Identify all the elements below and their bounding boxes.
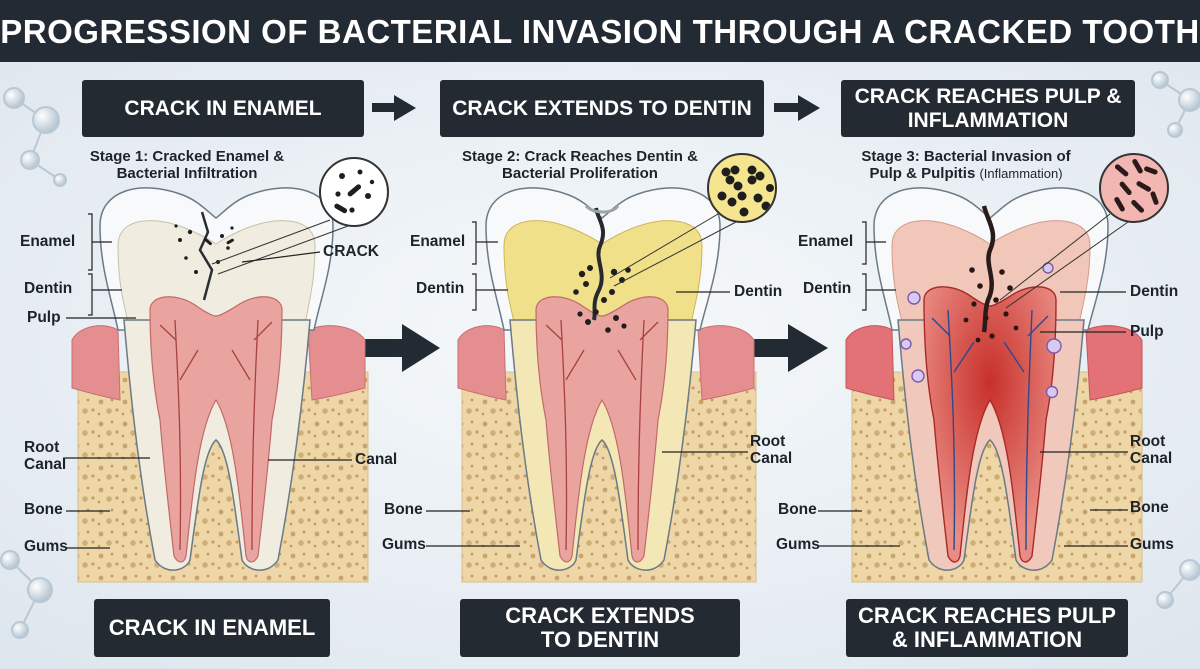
label-pulp-3: Pulp	[1130, 323, 1164, 340]
label-bone-3-left: Bone	[778, 501, 817, 518]
stage-3-caption: Stage 3: Bacterial Invasion of Pulp & Pu…	[846, 148, 1086, 183]
magnifier-stage-2	[609, 153, 777, 287]
stage-1-bottom-banner: CRACK IN ENAMEL	[94, 599, 330, 657]
label-dentin-3-right: Dentin	[1130, 283, 1179, 300]
crack-stage-2	[592, 207, 606, 321]
stage-1-banner: CRACK IN ENAMEL	[82, 80, 364, 137]
label-enamel-3: Enamel	[798, 233, 854, 250]
label-enamel-1: Enamel	[20, 233, 76, 250]
label-dentin-2-right: Dentin	[734, 283, 783, 300]
stage-3-banner: CRACK REACHES PULP & INFLAMMATION	[841, 80, 1135, 137]
gum-right-stage-2	[697, 325, 755, 401]
tooth-stage-2	[426, 153, 777, 583]
pulp-stage-2	[535, 296, 669, 563]
flow-arrow-mid-1	[364, 324, 440, 372]
label-crack-1: CRACK	[323, 243, 379, 260]
flow-arrow-top-2	[774, 95, 820, 121]
stage-2-bottom-banner: CRACK EXTENDS TO DENTIN	[460, 599, 740, 657]
gum-right-stage-1	[307, 325, 366, 401]
magnifier-stage-1	[211, 157, 389, 275]
pulp-stage-1	[149, 296, 283, 563]
molecule-decoration	[0, 71, 1200, 639]
gum-left-stage-1	[71, 325, 121, 401]
label-gums-3-left: Gums	[776, 536, 820, 553]
tooth-stage-3	[818, 153, 1169, 583]
label-dentin-2-left: Dentin	[416, 280, 465, 297]
label-gums-1: Gums	[24, 538, 68, 555]
stage-3-caption-note: (Inflammation)	[979, 165, 1063, 181]
label-dentin-1: Dentin	[24, 280, 73, 297]
pulp-stage-3	[923, 286, 1057, 563]
stage-3-caption-text: Stage 3: Bacterial Invasion of Pulp & Pu…	[861, 148, 1071, 182]
label-root-canal-1: Root Canal	[24, 439, 67, 473]
label-bone-1: Bone	[24, 501, 63, 518]
stage-2-caption: Stage 2: Crack Reaches Dentin & Bacteria…	[462, 148, 698, 182]
label-root-canal-2: Root Canal	[750, 433, 793, 467]
tooth-stage-1	[65, 157, 389, 583]
flow-arrow-mid-2	[750, 324, 828, 372]
magnifier-stage-3	[999, 153, 1169, 309]
gum-right-stage-3	[1085, 325, 1143, 401]
label-bone-3-right: Bone	[1130, 499, 1169, 516]
crack-stage-1	[198, 211, 214, 301]
immune-cells-stage-3	[900, 262, 1062, 399]
label-dentin-3-left: Dentin	[803, 280, 852, 297]
label-gums-3-right: Gums	[1130, 536, 1174, 553]
flow-arrow-top-1	[372, 95, 416, 121]
label-root-canal-3: Root Canal	[1130, 433, 1173, 467]
stage-2-banner: CRACK EXTENDS TO DENTIN	[440, 80, 764, 137]
gum-left-stage-3	[845, 325, 895, 401]
label-bone-2: Bone	[384, 501, 423, 518]
label-canal-1: Canal	[355, 451, 398, 468]
stage-1-caption: Stage 1: Cracked Enamel & Bacterial Infi…	[89, 148, 285, 182]
gum-left-stage-2	[457, 325, 507, 401]
page-title: PROGRESSION OF BACTERIAL INVASION THROUG…	[0, 0, 1200, 62]
stage-3-bottom-banner: CRACK REACHES PULP & INFLAMMATION	[846, 599, 1128, 657]
label-enamel-2: Enamel	[410, 233, 466, 250]
label-pulp-1: Pulp	[27, 309, 61, 326]
label-gums-2: Gums	[382, 536, 426, 553]
